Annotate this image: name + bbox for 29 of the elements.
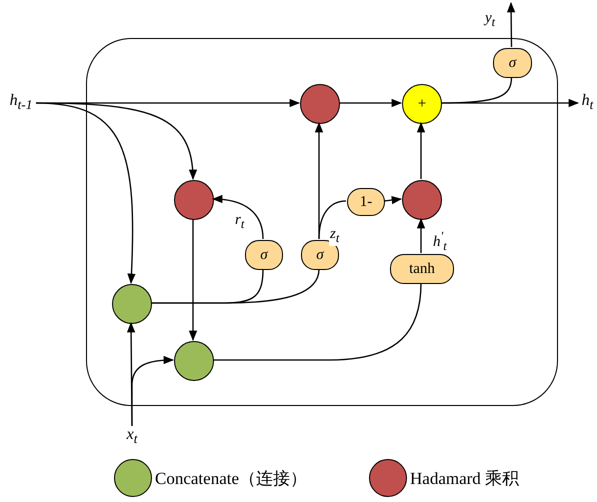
product-circle — [402, 180, 442, 220]
concatenate-circle — [174, 341, 214, 381]
arrow — [131, 356, 174, 426]
concatenate-circle — [112, 284, 152, 324]
one-minus-box: 1- — [347, 188, 385, 216]
arrow — [506, 2, 516, 47]
connector-line — [441, 76, 512, 104]
connector-line — [151, 268, 320, 304]
arrow — [339, 98, 402, 108]
arrow — [188, 219, 198, 342]
connector-line — [318, 200, 346, 240]
arrow — [416, 218, 426, 253]
product-circle — [300, 84, 340, 124]
arrow — [212, 195, 264, 240]
arrow — [384, 196, 402, 204]
sigmoid-box: σ — [493, 48, 532, 78]
input-label: h$_{t-1}$ — [6, 92, 36, 114]
sum-circle: + — [402, 84, 442, 124]
cell-boundary — [86, 38, 558, 406]
input-label: x$_{t}$ — [122, 426, 142, 448]
legend-label: Concatenate（连接） — [155, 468, 308, 490]
sigmoid-box: σ — [245, 240, 283, 270]
product-circle — [174, 180, 214, 220]
connector-line — [213, 282, 422, 361]
output-label: h$_{t}$ — [578, 92, 597, 114]
arrow — [416, 122, 426, 179]
tanh-box: tanh — [390, 254, 454, 284]
arrow — [36, 102, 136, 284]
legend-label: Hadamard 乘积 — [410, 468, 520, 490]
